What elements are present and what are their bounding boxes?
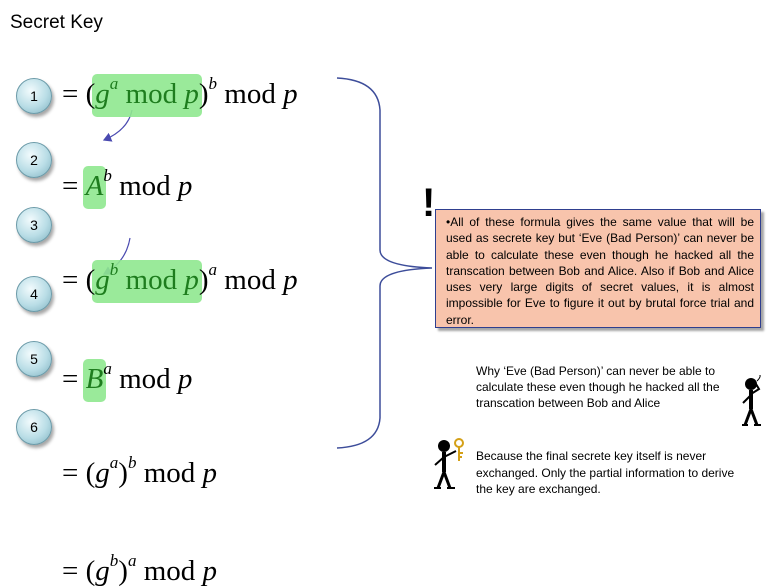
formula-4: = Ba mod p (62, 359, 193, 402)
highlight-g-a-mod-p: ga mod p (92, 74, 202, 117)
step-number: 5 (30, 351, 38, 367)
highlight-g-b-mod-p: gb mod p (92, 260, 202, 303)
bullet-icon: • (446, 215, 451, 229)
step-5-badge: 5 (16, 341, 52, 377)
thinking-stick-figure-icon (742, 375, 761, 426)
exclamation-icon: ! (422, 181, 436, 225)
step-number: 1 (30, 88, 38, 104)
formula-1: = (ga mod p)b mod p (62, 74, 298, 117)
page-title: Secret Key (10, 12, 103, 33)
highlight-B: B (82, 359, 107, 402)
step-number: 4 (30, 286, 38, 302)
right-brace (336, 77, 433, 449)
step-1-badge: 1 (16, 78, 52, 114)
step-6-badge: 6 (16, 409, 52, 445)
question-text: Why ‘Eve (Bad Person)’ can never be able… (476, 364, 720, 410)
formula-6: = (gb)a mod p (62, 551, 218, 587)
formula-3: = (gb mod p)a mod p (62, 260, 298, 303)
stick-figure-with-key-icon (434, 438, 464, 489)
step-number: 6 (30, 419, 38, 435)
step-number: 2 (30, 152, 38, 168)
formula-2: = Ab mod p (62, 166, 193, 209)
formula-5: = (ga)b mod p (62, 453, 218, 489)
step-number: 3 (30, 217, 38, 233)
answer-text: Because the final secrete key itself is … (476, 449, 735, 496)
step-3-badge: 3 (16, 207, 52, 243)
step-4-badge: 4 (16, 276, 52, 312)
note-text: All of these formula gives the same valu… (446, 215, 754, 327)
step-2-badge: 2 (16, 142, 52, 178)
note-box: •All of these formula gives the same val… (435, 209, 761, 328)
highlight-A: A (82, 166, 107, 209)
